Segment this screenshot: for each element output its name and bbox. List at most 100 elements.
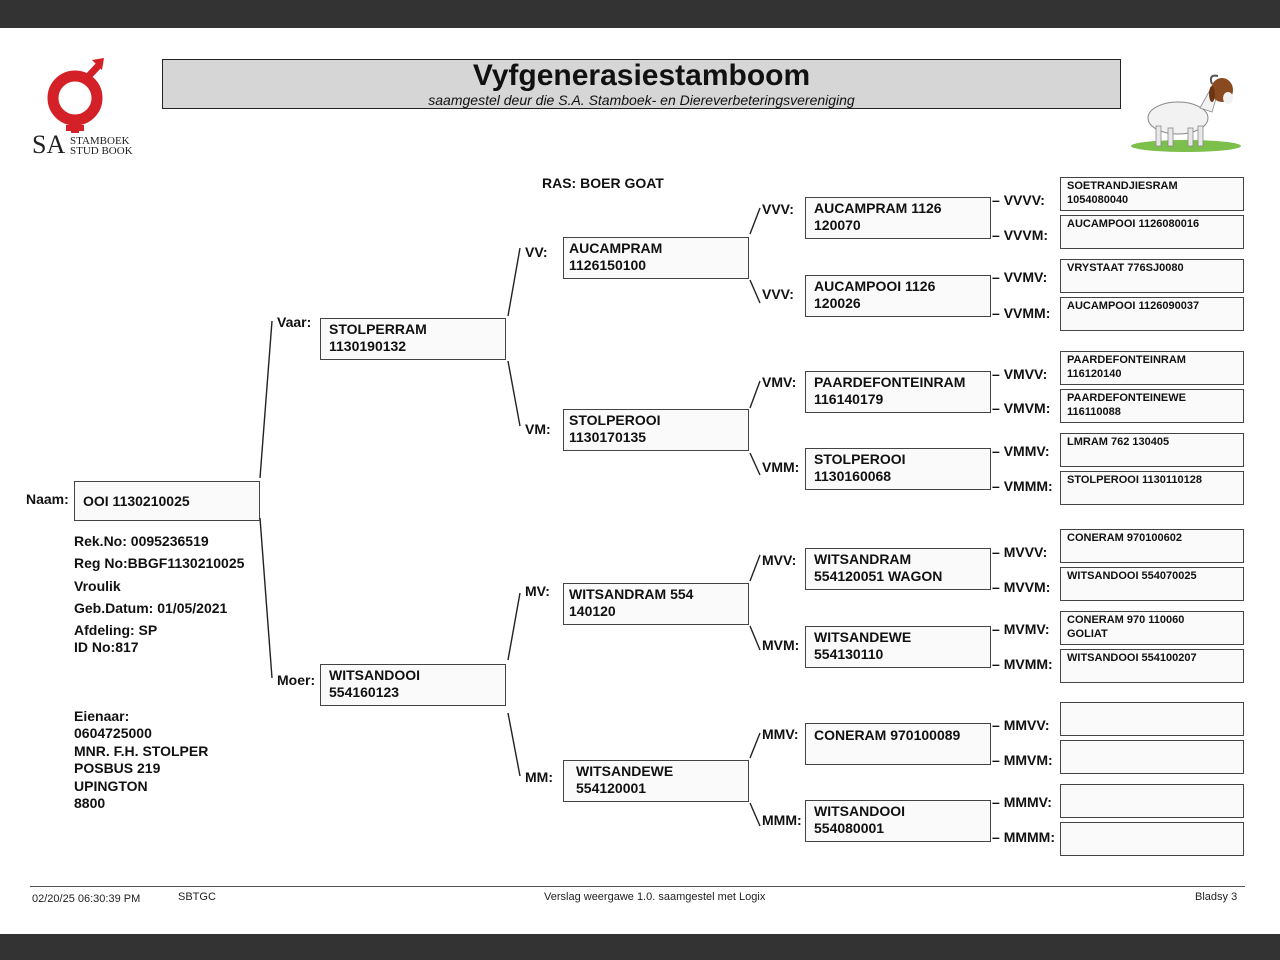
vvv-name: AUCAMPRAM 1126 120070: [814, 200, 942, 233]
vmm-box: STOLPEROOI 1130160068: [805, 448, 991, 490]
vmv-name: PAARDEFONTEINRAM 116140179: [814, 374, 966, 407]
mvmv-box: CONERAM 970 110060 GOLIAT: [1060, 611, 1244, 645]
vv-name: AUCAMPRAM 1126150100: [569, 240, 663, 273]
owner-label: Eienaar:: [74, 708, 130, 724]
vvmm-label-text: VVMM:: [1003, 305, 1051, 321]
vvv-box: AUCAMPRAM 1126 120070: [805, 197, 991, 239]
mvvv-label-text: MVVV:: [1003, 544, 1048, 560]
mmv-name: CONERAM 970100089: [814, 727, 961, 743]
vvvv-box: SOETRANDJIESRAM 1054080040: [1060, 177, 1244, 211]
mmmv-label-text: MMMV:: [1003, 794, 1052, 810]
mvvv-name: CONERAM 970100602: [1067, 532, 1182, 544]
mvmm-name: WITSANDOOI 554100207: [1067, 652, 1197, 664]
mvm-name: WITSANDEWE 554130110: [814, 629, 912, 662]
vm-box: STOLPEROOI 1130170135: [563, 409, 749, 451]
logo-line-2: STUD BOOK: [70, 145, 133, 157]
logo-sa-text: SA: [32, 130, 66, 159]
vmmv-label: – VMMV:: [992, 443, 1050, 459]
vmmm-label-text: VMMM:: [1003, 478, 1053, 494]
logo-studbook-text: STAMBOEK STUD BOOK: [70, 135, 133, 157]
vvmv-name: VRYSTAAT 776SJ0080: [1067, 262, 1184, 274]
moer-label: Moer:: [277, 672, 316, 688]
vvmm-name: AUCAMPOOI 1126090037: [1067, 300, 1200, 312]
mmmm-box: [1060, 822, 1244, 856]
vmmv-box: LMRAM 762 130405: [1060, 433, 1244, 467]
owner-line-3: POSBUS 219: [74, 760, 161, 776]
naam-label: Naam:: [26, 491, 69, 507]
vvvm-label: – VVVM:: [992, 227, 1049, 243]
vvvm-box: AUCAMPOOI 1126080016: [1060, 215, 1244, 249]
mmv-label: MMV:: [762, 726, 799, 742]
dam-name: WITSANDOOI 554160123: [329, 667, 420, 700]
vmvm-label: – VMVM:: [992, 400, 1051, 416]
animal-name: OOI 1130210025: [83, 493, 190, 509]
mvm-label: MVM:: [762, 637, 800, 653]
mvv-name: WITSANDRAM 554120051 WAGON: [814, 551, 943, 584]
mmm-box: WITSANDOOI 554080001: [805, 800, 991, 842]
gender: Vroulik: [74, 578, 121, 594]
mvmm-label-text: MVMM:: [1003, 656, 1053, 672]
vvvv-label-text: VVVV:: [1003, 192, 1045, 208]
rek-no: Rek.No: 0095236519: [74, 533, 209, 549]
vv-label: VV:: [525, 244, 548, 260]
mm-label: MM:: [525, 769, 553, 785]
vvvm-label-text: VVVM:: [1003, 227, 1049, 243]
owner-line-4: UPINGTON: [74, 778, 148, 794]
mvvm-name: WITSANDOOI 554070025: [1067, 570, 1197, 582]
id-no: ID No:817: [74, 639, 139, 655]
mvmv-label-text: MVMV:: [1003, 621, 1050, 637]
vmmv-label-text: VMMV:: [1003, 443, 1050, 459]
mmvm-label: – MMVM:: [992, 752, 1053, 768]
vmmm-name: STOLPEROOI 1130110128: [1067, 474, 1202, 486]
vvm-name: AUCAMPOOI 1126 120026: [814, 278, 936, 311]
mvmv-name: CONERAM 970 110060 GOLIAT: [1067, 614, 1185, 640]
mmvv-label: – MMVV:: [992, 717, 1050, 733]
vvvm-name: AUCAMPOOI 1126080016: [1067, 218, 1200, 230]
mvmm-box: WITSANDOOI 554100207: [1060, 649, 1244, 683]
logo-line-1: STAMBOEK: [70, 135, 130, 147]
vv-box: AUCAMPRAM 1126150100: [563, 237, 749, 279]
mvvm-box: WITSANDOOI 554070025: [1060, 567, 1244, 601]
title-box: Vyfgenerasiestamboom saamgestel deur die…: [162, 59, 1121, 109]
mvm-box: WITSANDEWE 554130110: [805, 626, 991, 668]
boer-goat-illustration: [1131, 74, 1241, 152]
page-title: Vyfgenerasiestamboom: [472, 59, 811, 92]
mmm-label: MMM:: [762, 812, 802, 828]
footer-divider: [30, 886, 1245, 887]
vvmm-label: – VVMM:: [992, 305, 1051, 321]
footer-report-version: Verslag weergawe 1.0. saamgestel met Log…: [544, 891, 766, 903]
studbook-symbol-icon: [47, 58, 104, 133]
afdeling: Afdeling: SP: [74, 622, 158, 638]
mv-name: WITSANDRAM 554 140120: [569, 586, 694, 619]
vm-name: STOLPEROOI 1130170135: [569, 412, 661, 445]
viewer-bottom-bar: [0, 934, 1280, 960]
vmvv-label: – VMVV:: [992, 366, 1048, 382]
vvvv-name: SOETRANDJIESRAM 1054080040: [1067, 180, 1178, 206]
vmvv-name: PAARDEFONTEINRAM 116120140: [1067, 354, 1186, 380]
mmv-box: CONERAM 970100089: [805, 723, 991, 765]
vvmv-box: VRYSTAAT 776SJ0080: [1060, 259, 1244, 293]
vvvv-label: – VVVV:: [992, 192, 1045, 208]
footer-datetime: 02/20/25 06:30:39 PM: [32, 893, 141, 905]
vvmm-box: AUCAMPOOI 1126090037: [1060, 297, 1244, 331]
pedigree-connector-lines: [259, 207, 761, 827]
vaar-label: Vaar:: [277, 314, 312, 330]
animal-name-box: OOI 1130210025: [74, 481, 260, 521]
sire-name: STOLPERRAM 1130190132: [329, 321, 427, 354]
mmm-name: WITSANDOOI 554080001: [814, 803, 905, 836]
vmm-name: STOLPEROOI 1130160068: [814, 451, 906, 484]
vvm-box: AUCAMPOOI 1126 120026: [805, 275, 991, 317]
mvmm-label: – MVMM:: [992, 656, 1053, 672]
vmvv-label-text: VMVV:: [1003, 366, 1048, 382]
mmvv-box: [1060, 702, 1244, 736]
footer-page-number: Bladsy 3: [1195, 891, 1238, 903]
owner-line-2: MNR. F.H. STOLPER: [74, 743, 209, 759]
vmvv-box: PAARDEFONTEINRAM 116120140: [1060, 351, 1244, 385]
mvvm-label-text: MVVM:: [1003, 579, 1051, 595]
birth-date: Geb.Datum: 01/05/2021: [74, 600, 228, 616]
vmv-label: VMV:: [762, 374, 797, 390]
vm-label: VM:: [525, 421, 551, 437]
mvv-box: WITSANDRAM 554120051 WAGON: [805, 548, 991, 590]
sire-box: STOLPERRAM 1130190132: [320, 318, 506, 360]
dam-box: WITSANDOOI 554160123: [320, 664, 506, 706]
